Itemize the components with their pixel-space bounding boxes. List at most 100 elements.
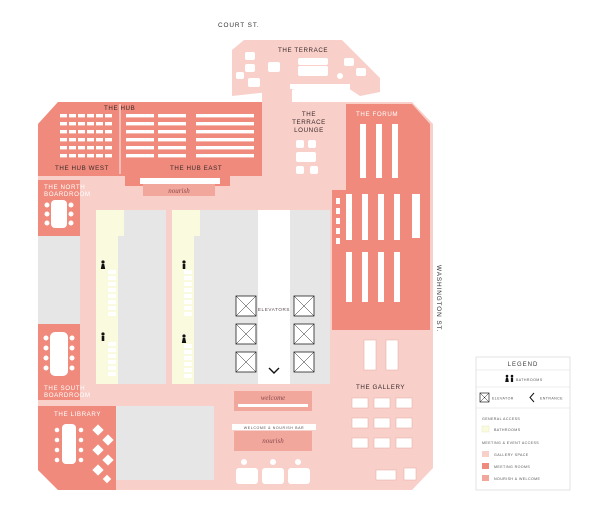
hub-west-seat-row (60, 154, 67, 158)
restroom-icon-women-south (181, 334, 187, 343)
hub-west-seat-row (105, 122, 112, 126)
room-label-hub: THE HUB (104, 105, 135, 112)
hub-east-seat-row (126, 122, 154, 126)
hub-west-seat-row (96, 154, 103, 158)
hub-west-seating (60, 114, 112, 158)
hub-west-seat-row (87, 146, 94, 150)
elevators-label: ELEVATORS (258, 307, 290, 312)
restroom-icon-men-south (101, 332, 105, 341)
hub-west-seat-row (60, 146, 67, 150)
hub-west-seat-row (69, 138, 76, 142)
hub-east-seat-row (196, 122, 254, 126)
hub-east-seat-row (126, 130, 154, 134)
stall (108, 288, 116, 292)
hub-east-seat-row (196, 154, 254, 158)
elevator-icon (293, 295, 315, 317)
stall (184, 350, 192, 354)
hub-west-seat-row (87, 114, 94, 118)
legend-nourish-welcome: NOURISH & WELCOME (494, 477, 541, 481)
gallery-table (395, 437, 413, 449)
forum-side-seat (336, 198, 340, 204)
elevator-icon (235, 323, 257, 345)
welcome-label: welcome (261, 394, 286, 402)
room-the-library[interactable] (38, 406, 116, 490)
stall (184, 306, 192, 310)
forum-seat-column (394, 252, 400, 302)
stall (108, 366, 116, 370)
forum-seat-column (346, 252, 352, 302)
hub-east-seat-row (126, 114, 154, 118)
hub-west-seat-row (87, 122, 94, 126)
hub-west-seat-row (69, 130, 76, 134)
nourish-station-north[interactable] (143, 184, 215, 196)
hub-west-seat-row (78, 122, 85, 126)
hub-west-seat-row (105, 154, 112, 158)
room-label-library: THE LIBRARY (54, 411, 101, 418)
entrance-icon[interactable] (268, 367, 280, 374)
room-the-hub[interactable] (38, 102, 262, 186)
stall (108, 354, 116, 358)
welcome-nourish-bar-label: WELCOME & NOURISH BAR (244, 426, 305, 430)
hub-east-seat-row (196, 130, 254, 134)
forum-seat-column (392, 124, 398, 178)
legend-swatch-bathroom (481, 425, 490, 433)
legend-swatch-nourish (482, 475, 489, 481)
hub-east-seat-row (126, 138, 154, 142)
elevator-lobby (258, 210, 290, 384)
gallery-table (363, 339, 377, 371)
stall (184, 270, 192, 274)
legend-swatch-gallery (482, 451, 489, 457)
stall (108, 312, 116, 316)
stall (108, 270, 116, 274)
hub-west-seat-row (105, 138, 112, 142)
room-the-gallery[interactable] (351, 339, 417, 481)
hub-west-seat-row (87, 154, 94, 158)
room-label-gallery: THE GALLERY (356, 384, 405, 391)
forum-seat-column (378, 252, 384, 302)
room-south-boardroom[interactable] (38, 324, 80, 400)
room-label-north-1: THE NORTH (44, 184, 85, 191)
legend-entrance: ENTRANCE (540, 397, 563, 401)
room-the-forum[interactable] (332, 104, 430, 330)
stall (108, 294, 116, 298)
nourish-station-south[interactable] (234, 431, 312, 451)
room-label-north-2: BOARDROOM (44, 191, 91, 198)
gallery-table (403, 467, 417, 481)
stall (108, 276, 116, 280)
stall (108, 348, 116, 352)
gallery-tables (351, 339, 417, 481)
forum-side-seat (336, 228, 340, 234)
stall (184, 276, 192, 280)
hub-west-seat-row (69, 146, 76, 150)
hub-west-seat-row (96, 130, 103, 134)
forum-side-seat (336, 218, 340, 224)
hub-east-seat-row (158, 130, 186, 134)
legend-elevator-icon (479, 392, 490, 403)
elevator-cars[interactable] (235, 295, 315, 373)
stall (184, 344, 192, 348)
forum-side-seat (336, 238, 340, 244)
room-label-hub-west: THE HUB WEST (55, 165, 109, 172)
elevator-icon (293, 351, 315, 373)
restroom-icon-women-north (100, 260, 106, 269)
room-label-terrace: THE TERRACE (278, 47, 328, 54)
gallery-table (351, 417, 369, 429)
gallery-table (395, 417, 413, 429)
hub-west-seat-row (78, 130, 85, 134)
hub-east-seat-row (126, 154, 154, 158)
stall (108, 342, 116, 346)
room-label-hub-east: THE HUB EAST (170, 165, 222, 172)
forum-seat-column (360, 124, 366, 178)
terrace-furniture (236, 52, 366, 89)
legend-bathrooms: BATHROOMS (516, 378, 543, 382)
hub-east-seat-row (158, 122, 186, 126)
hub-east-seat-row (196, 146, 254, 150)
bathroom-block-east[interactable] (172, 210, 200, 384)
hub-east-seat-row (158, 114, 186, 118)
gallery-table (375, 469, 397, 481)
hub-east-seat-row (196, 114, 254, 118)
hub-west-seat-row (87, 130, 94, 134)
room-north-boardroom[interactable] (38, 180, 80, 236)
